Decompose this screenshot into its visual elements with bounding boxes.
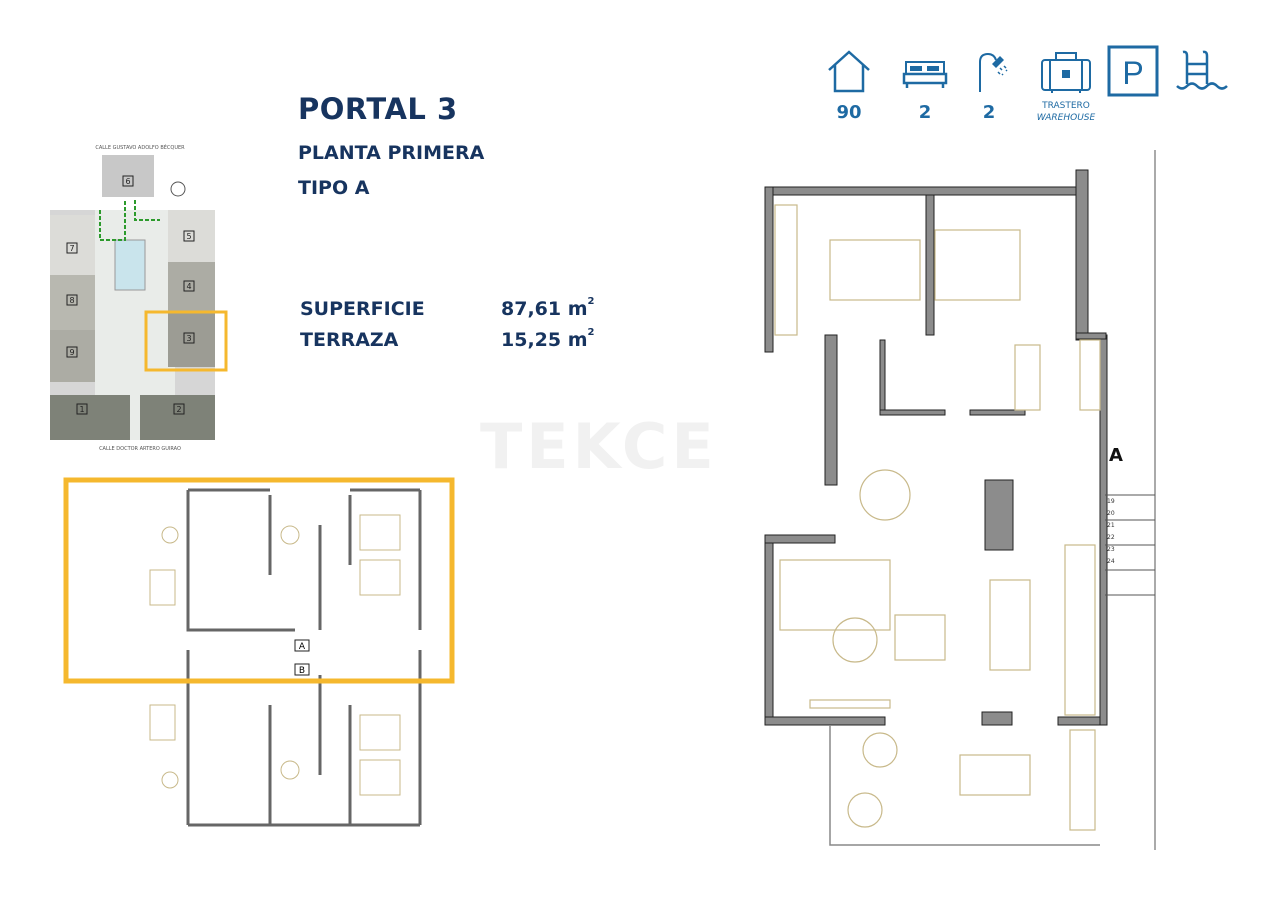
portal-highlight xyxy=(144,310,228,372)
storage-label-es: TRASTERO xyxy=(1042,101,1090,111)
stair-step: 21 xyxy=(1107,522,1115,529)
block-label: 5 xyxy=(186,232,191,241)
storage-label: TRASTERO WAREHOUSE xyxy=(1036,100,1096,124)
house-icon xyxy=(828,50,870,93)
block-label: 2 xyxy=(176,405,181,414)
block-label: 1 xyxy=(79,405,84,414)
parking-letter: P xyxy=(1122,55,1143,91)
area-value-superficie: 87,61 m2 xyxy=(501,296,595,320)
storage-label-en: WAREHOUSE xyxy=(1036,113,1096,123)
site-plan: CALLE GUSTAVO ADOLFO BÉCQUER 1 2 3 4 5 6… xyxy=(50,143,228,452)
block-label: 8 xyxy=(69,296,74,305)
pool-icon xyxy=(1176,50,1228,90)
block-label: 9 xyxy=(69,348,74,357)
unit-exponent: 2 xyxy=(587,296,595,307)
block-label: 3 xyxy=(186,334,191,343)
north-arrow-icon xyxy=(170,181,186,197)
unit-exponent: 2 xyxy=(587,327,595,338)
stair-step: 22 xyxy=(1107,534,1115,541)
unit-highlight xyxy=(63,477,455,684)
floor-key-plan: A B xyxy=(63,477,455,827)
area-label-terraza: TERRAZA xyxy=(300,329,399,351)
stair-step: 23 xyxy=(1107,546,1115,553)
area-value: 87,61 m xyxy=(501,298,588,320)
street-top: CALLE GUSTAVO ADOLFO BÉCQUER xyxy=(95,143,185,151)
feature-parking: P xyxy=(1103,44,1163,98)
stair-step: 24 xyxy=(1107,558,1115,565)
bed-icon xyxy=(902,61,948,88)
floor-label: PLANTA PRIMERA xyxy=(298,142,485,164)
page-title: PORTAL 3 xyxy=(298,92,458,126)
feature-value: 2 xyxy=(982,102,996,123)
shower-icon xyxy=(979,52,1008,92)
feature-value: 2 xyxy=(918,102,932,123)
block-label: 7 xyxy=(69,244,74,253)
feature-pool xyxy=(1172,48,1232,94)
block-label: 6 xyxy=(125,177,130,186)
block-label: 4 xyxy=(186,282,191,291)
type-label: TIPO A xyxy=(298,177,370,199)
feature-size: 90 xyxy=(819,48,879,123)
key-label-a: A xyxy=(299,642,306,652)
area-value-terraza: 15,25 m2 xyxy=(501,327,595,351)
area-value: 15,25 m xyxy=(501,329,588,351)
stair-step: 20 xyxy=(1107,510,1115,517)
key-label-b: B xyxy=(299,666,305,676)
storage-icon xyxy=(1041,52,1091,93)
stair-step: 19 xyxy=(1107,498,1115,505)
feature-bedrooms: 2 xyxy=(895,48,955,123)
main-floor-plan: 19 20 21 22 23 24 A xyxy=(764,150,1156,850)
street-bottom: CALLE DOCTOR ARTERO GUIRAO xyxy=(99,446,181,452)
watermark: TEKCE xyxy=(480,410,718,483)
feature-value: 90 xyxy=(836,102,862,123)
area-label-superficie: SUPERFICIE xyxy=(300,298,425,320)
feature-bathrooms: 2 xyxy=(959,48,1019,123)
feature-storage: TRASTERO WAREHOUSE xyxy=(1036,48,1096,124)
unit-label: A xyxy=(1109,445,1123,466)
parking-icon: P xyxy=(1107,45,1159,97)
